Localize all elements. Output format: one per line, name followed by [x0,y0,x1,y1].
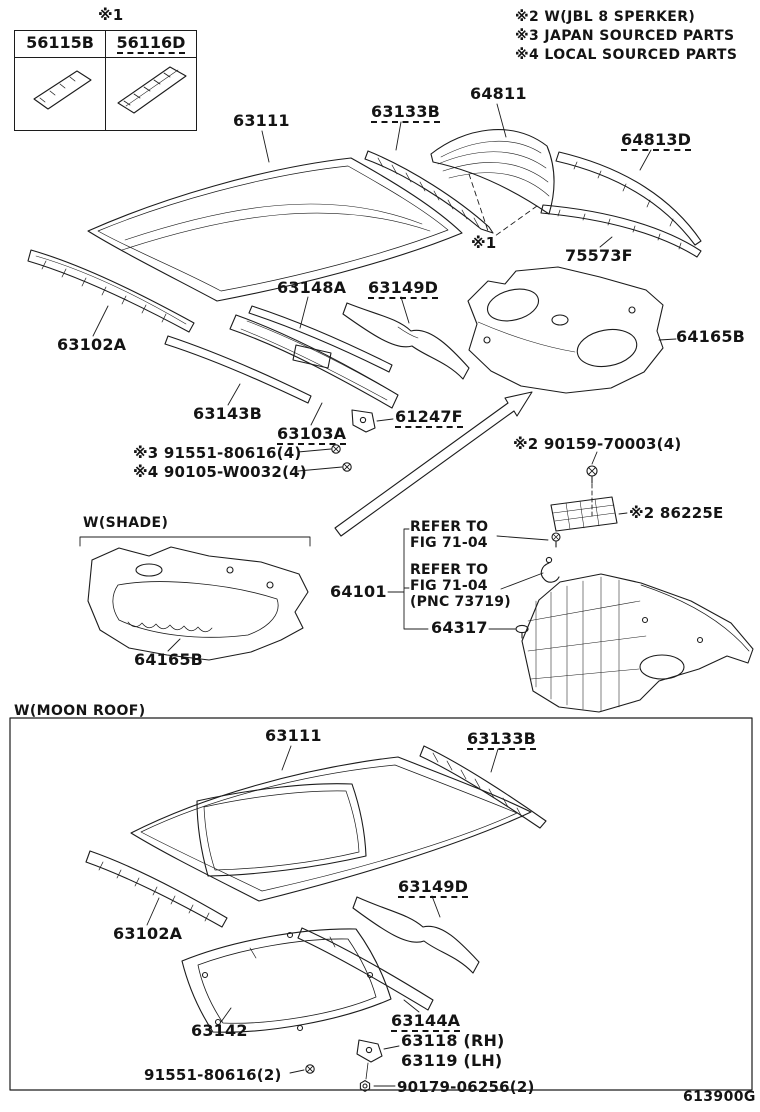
part-label-63103a: 63103A [277,424,347,445]
part-label-63149d: 63149D [368,278,439,299]
sliding-roof-frame-drawing [181,928,392,1033]
inset-table: 56115B 56116D [14,30,197,131]
part-label-64101: 64101 [330,582,387,601]
part-label-63133b-mr: 63133B [467,729,537,750]
part-label-64813d: 64813D [621,130,692,151]
leader-lines-upper [92,103,677,652]
part-label-63111-mr: 63111 [265,726,322,745]
part-label-63118-rh: 63118 (RH) [401,1031,505,1050]
screw-icon [342,462,352,472]
refer-note-2: REFER TO FIG 71-04 (PNC 73719) [410,562,511,610]
screw-icon [331,444,341,454]
rear-rail-moonroof-drawing [419,745,547,829]
roof-brace-63103a-drawing [229,314,399,409]
part-label-63111-roof: 63111 [233,111,290,130]
inset-plate-56116d-drawing [117,66,187,114]
inset-cell-56115b: 56115B [15,31,106,130]
note-local-sourced: ※4 LOCAL SOURCED PARTS [515,47,738,63]
part-label-64165b-tray: 64165B [676,327,746,346]
clip-64317-drawing [515,624,529,639]
dashed-ref-line [494,205,538,237]
part-label-64165b-shade: 64165B [134,650,204,669]
part-label-64811: 64811 [470,84,527,103]
drawing-number: 613900G [683,1089,756,1105]
roof-bow-63149d-mr-drawing [352,896,480,974]
front-header-drawing [27,249,195,333]
inset-cell-label: 56116D [116,33,186,54]
roof-panel-moonroof-drawing [130,756,532,902]
part-label-63144a: 63144A [391,1011,461,1032]
roof-panel-drawing [87,157,463,302]
part-label-91551-80616-2: 91551-80616(2) [144,1066,282,1084]
roof-bow-63143b-drawing [164,335,312,404]
part-label-91551-80616-4: ※3 91551-80616(4) [133,444,302,462]
part-label-64317: 64317 [431,618,488,637]
bracket-stud-line [365,1062,369,1080]
pointer-arrow [334,391,533,537]
part-label-90179-06256-2: 90179-06256(2) [397,1078,535,1096]
part-label-63143b: 63143B [193,404,263,423]
inset-plate-56115b-drawing [33,70,92,110]
leader-lines-moonroof [146,745,499,1087]
hook-clip-drawing [540,556,560,583]
note-japan-sourced: ※3 JAPAN SOURCED PARTS [515,28,735,44]
part-label-90105-w0032-4: ※4 90105-W0032(4) [133,463,307,481]
package-tray-upper-drawing [467,266,664,394]
nut-icon [359,1080,371,1092]
ref-mark-1-inset: ※1 [98,6,124,24]
bracket-63118-drawing [356,1039,383,1063]
inset-cell-56116d: 56116D [106,31,196,130]
roof-rear-rail-drawing [364,150,494,234]
section-label-shade: W(SHADE) [83,515,169,531]
back-glass-moulding-drawing [555,151,702,246]
ref-mark-1-glass: ※1 [471,234,497,252]
roof-bow-63149d-drawing [342,302,470,380]
back-glass-drawing [430,129,555,215]
refer-leader-lines [488,535,549,630]
roof-bow-63144a-mr-drawing [297,927,434,1011]
screw-icon [305,1064,315,1074]
part-label-61247f: 61247F [395,407,463,428]
bracket-61247f-drawing [351,409,376,433]
package-tray-assembly-drawing [521,573,754,713]
part-label-63148a: 63148A [277,278,347,297]
part-label-90159-70003-4: ※2 90159-70003(4) [513,435,682,453]
section-label-moonroof: W(MOON ROOF) [14,703,146,719]
front-header-moonroof-drawing [85,850,228,928]
part-label-75573f: 75573F [565,246,633,265]
shade-bracket-line [79,536,311,547]
part-label-63102a: 63102A [57,335,127,354]
part-label-63119-lh: 63119 (LH) [401,1051,503,1070]
note-jbl-speaker: ※2 W(JBL 8 SPERKER) [515,9,696,25]
part-label-63142: 63142 [191,1021,248,1040]
bolt-icon [551,532,561,548]
part-label-86225e: ※2 86225E [629,504,724,522]
inset-cell-label: 56115B [26,33,94,52]
dashed-ref-line [468,173,489,232]
refer-note-1: REFER TO FIG 71-04 [410,519,489,551]
roof-bow-63148a-drawing [248,305,393,373]
lower-moulding-drawing [540,204,702,258]
package-tray-shade-drawing [87,546,309,661]
part-label-63102a-mr: 63102A [113,924,183,943]
refer-bracket-lines [387,528,429,630]
speaker-grille-drawing [550,496,618,532]
part-label-63149d-mr: 63149D [398,877,469,898]
moonroof-section-border [9,717,753,1091]
part-label-63133b: 63133B [371,102,441,123]
bolt-icon [586,465,598,484]
